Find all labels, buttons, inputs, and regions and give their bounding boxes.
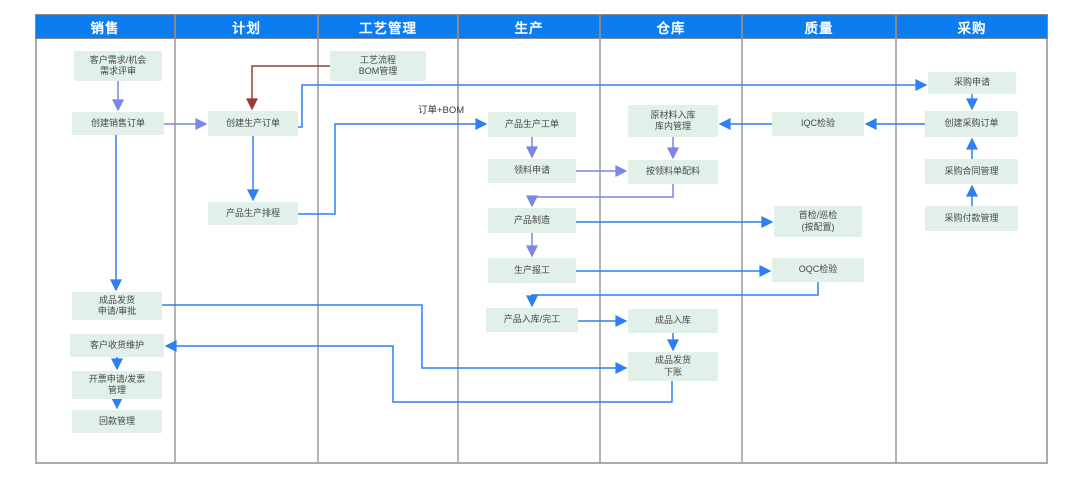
lane-title: 仓库 [656,20,686,36]
node-cust-receive: 客户收货维护 [70,334,164,357]
lane-header-4: 生产 [458,14,600,39]
lane-divider [457,39,459,462]
node-oqc: OQC检验 [772,258,864,282]
lane-divider [317,39,319,462]
lane-header-6: 质量 [742,14,896,39]
node-create-so: 创建销售订单 [72,112,164,135]
node-pr: 采购申请 [928,72,1016,94]
node-mat-req: 领料申请 [488,159,576,183]
lane-divider [174,39,176,462]
lane-header-7: 采购 [896,14,1048,39]
edge-label-prod-sched-to-work-order: 订单+BOM [418,105,465,116]
lane-header-1: 销售 [35,14,175,39]
node-cust-req: 客户需求/机会 需求评审 [74,51,162,81]
node-bom: 工艺流程 BOM管理 [330,51,426,81]
lane-title: 计划 [232,20,261,36]
lane-header-3: 工艺管理 [318,14,458,39]
node-prod-sched: 产品生产排程 [208,202,298,225]
node-iqc: IQC检验 [772,112,864,136]
node-pur-pay: 采购付款管理 [925,206,1018,231]
node-raw-in: 原材料入库 库内管理 [628,105,718,137]
lane-title: 工艺管理 [359,20,417,36]
lane-title: 销售 [90,20,120,36]
node-ship-req: 成品发货 申请/审批 [72,292,162,320]
node-fg-in: 成品入库 [628,309,718,333]
node-report-work: 生产报工 [488,258,576,283]
node-pick-mat: 按领料单配料 [628,160,718,184]
lane-header-5: 仓库 [600,14,742,39]
lane-divider [741,39,743,462]
node-finish-in: 产品入库/完工 [486,308,578,332]
node-first-insp: 首检/巡检 (按配置) [774,206,862,237]
node-work-order: 产品生产工单 [488,112,576,137]
lane-header-2: 计划 [175,14,318,39]
node-manufacture: 产品制造 [488,208,576,233]
node-pur-contract: 采购合同管理 [925,159,1018,184]
node-create-pur: 创建采购订单 [925,111,1018,137]
node-payment-col: 回款管理 [72,410,162,433]
node-invoice: 开票申请/发票 管理 [72,371,162,399]
lane-title: 质量 [804,20,834,36]
lane-title: 生产 [514,20,544,36]
lane-divider [599,39,601,462]
node-create-po: 创建生产订单 [208,111,298,136]
lane-divider [895,39,897,462]
lane-title: 采购 [957,20,987,36]
node-fg-ship: 成品发货 下账 [628,352,718,381]
